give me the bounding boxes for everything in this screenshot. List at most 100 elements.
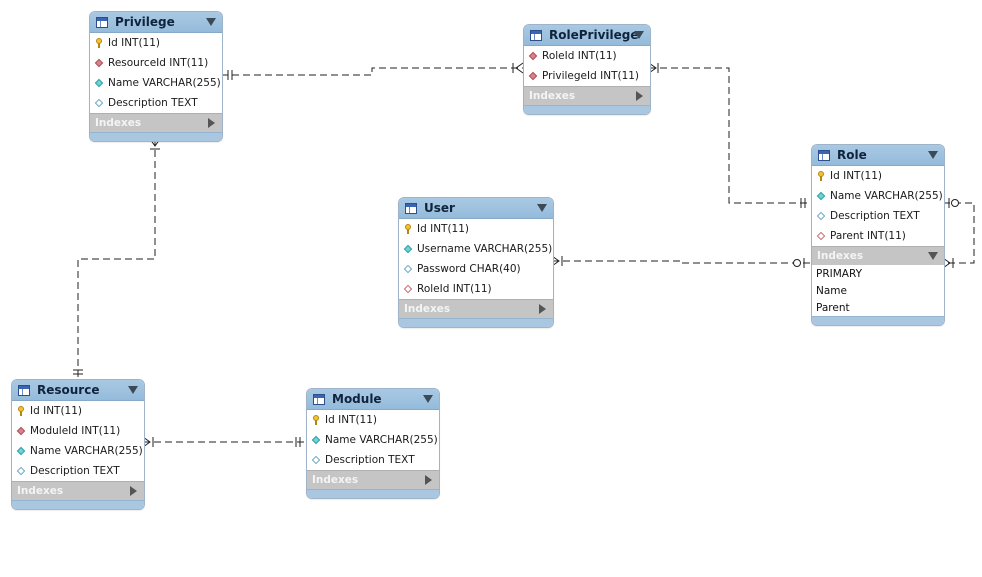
foreign-key-icon: [528, 71, 538, 81]
table-header[interactable]: Module: [307, 389, 439, 410]
not-null-column-icon: [16, 446, 26, 456]
not-null-column-icon: [94, 78, 104, 88]
indexes-section-toggle[interactable]: Indexes: [307, 470, 439, 489]
expand-arrow-icon[interactable]: [130, 486, 137, 496]
table-footer: [524, 105, 650, 114]
table-icon: [405, 202, 417, 214]
foreign-key-icon: [528, 51, 538, 61]
foreign-key-icon: [94, 58, 104, 68]
table-header[interactable]: User: [399, 198, 553, 219]
column-row[interactable]: PrivilegeId INT(11): [524, 66, 650, 86]
table-footer: [307, 489, 439, 498]
table-header[interactable]: Privilege: [90, 12, 222, 33]
column-row[interactable]: Id INT(11): [812, 166, 944, 186]
column-row[interactable]: Description TEXT: [307, 450, 439, 470]
one-or-many-marker: [648, 62, 659, 74]
column-label: Password CHAR(40): [417, 263, 521, 275]
indexes-section-toggle[interactable]: Indexes: [90, 113, 222, 132]
column-label: Description TEXT: [30, 465, 120, 477]
column-row[interactable]: RoleId INT(11): [399, 279, 553, 299]
column-row[interactable]: Name VARCHAR(255): [12, 441, 144, 461]
column-label: RoleId INT(11): [417, 283, 492, 295]
column-row[interactable]: Id INT(11): [12, 401, 144, 421]
table-roleprivilege[interactable]: RolePrivilege RoleId INT(11) PrivilegeId…: [523, 24, 651, 115]
indexes-section-toggle[interactable]: Indexes: [812, 246, 944, 265]
column-row[interactable]: Password CHAR(40): [399, 259, 553, 279]
indexes-label: Indexes: [404, 303, 451, 315]
primary-key-icon: [94, 38, 104, 48]
column-row[interactable]: Name VARCHAR(255): [90, 73, 222, 93]
mandatory-one-marker: [227, 70, 233, 80]
table-title: Resource: [37, 383, 100, 397]
index-item[interactable]: Name: [816, 284, 847, 297]
collapse-toggle-icon[interactable]: [634, 31, 644, 39]
table-header[interactable]: RolePrivilege: [524, 25, 650, 46]
collapse-toggle-icon[interactable]: [206, 18, 216, 26]
column-row[interactable]: Name VARCHAR(255): [812, 186, 944, 206]
column-row[interactable]: ResourceId INT(11): [90, 53, 222, 73]
column-row[interactable]: Parent INT(11): [812, 226, 944, 246]
column-label: Id INT(11): [417, 223, 470, 235]
column-row[interactable]: Description TEXT: [12, 461, 144, 481]
collapse-toggle-icon[interactable]: [928, 151, 938, 159]
indexes-section-toggle[interactable]: Indexes: [399, 299, 553, 318]
table-icon: [313, 393, 325, 405]
index-item[interactable]: Parent: [816, 301, 850, 314]
one-or-many-marker: [942, 257, 954, 269]
collapse-arrow-icon[interactable]: [928, 252, 938, 260]
table-role[interactable]: Role Id INT(11) Name VARCHAR(255) Descri…: [811, 144, 945, 326]
primary-key-icon: [403, 224, 413, 234]
collapse-toggle-icon[interactable]: [537, 204, 547, 212]
column-row[interactable]: Id INT(11): [307, 410, 439, 430]
indexes-section-toggle[interactable]: Indexes: [524, 86, 650, 105]
nullable-column-icon: [94, 98, 104, 108]
column-row[interactable]: Id INT(11): [399, 219, 553, 239]
column-row[interactable]: Description TEXT: [812, 206, 944, 226]
indexes-label: Indexes: [312, 474, 359, 486]
column-label: Id INT(11): [108, 37, 161, 49]
primary-key-icon: [816, 171, 826, 181]
column-row[interactable]: Name VARCHAR(255): [307, 430, 439, 450]
indexes-section-toggle[interactable]: Indexes: [12, 481, 144, 500]
column-label: Name VARCHAR(255): [325, 434, 438, 446]
column-label: Name VARCHAR(255): [30, 445, 143, 457]
table-header[interactable]: Resource: [12, 380, 144, 401]
table-privilege[interactable]: Privilege Id INT(11) ResourceId INT(11) …: [89, 11, 223, 142]
expand-arrow-icon[interactable]: [208, 118, 215, 128]
collapse-toggle-icon[interactable]: [128, 386, 138, 394]
relationship-role-parent[interactable]: [943, 202, 975, 264]
relationship-privilege-resource[interactable]: [77, 139, 156, 380]
table-footer: [90, 132, 222, 141]
nullable-foreign-key-icon: [816, 231, 826, 241]
relationship-user-role[interactable]: [552, 260, 811, 264]
expand-arrow-icon[interactable]: [539, 304, 546, 314]
expand-arrow-icon[interactable]: [425, 475, 432, 485]
table-footer: [12, 500, 144, 509]
table-user[interactable]: User Id INT(11) Username VARCHAR(255) Pa…: [398, 197, 554, 328]
mandatory-one-marker: [800, 198, 806, 208]
collapse-toggle-icon[interactable]: [423, 395, 433, 403]
table-resource[interactable]: Resource Id INT(11) ModuleId INT(11) Nam…: [11, 379, 145, 510]
mandatory-one-marker: [295, 437, 301, 447]
column-label: Id INT(11): [325, 414, 378, 426]
column-row[interactable]: Username VARCHAR(255): [399, 239, 553, 259]
column-row[interactable]: Id INT(11): [90, 33, 222, 53]
column-label: ModuleId INT(11): [30, 425, 121, 437]
table-header[interactable]: Role: [812, 145, 944, 166]
column-label: Description TEXT: [108, 97, 198, 109]
column-label: Description TEXT: [325, 454, 415, 466]
expand-arrow-icon[interactable]: [636, 91, 643, 101]
table-title: Privilege: [115, 15, 175, 29]
relationship-roleprivilege-role[interactable]: [649, 67, 811, 204]
column-row[interactable]: ModuleId INT(11): [12, 421, 144, 441]
column-row[interactable]: Description TEXT: [90, 93, 222, 113]
not-null-column-icon: [403, 244, 413, 254]
column-label: Name VARCHAR(255): [108, 77, 221, 89]
table-module[interactable]: Module Id INT(11) Name VARCHAR(255) Desc…: [306, 388, 440, 499]
index-item[interactable]: PRIMARY: [816, 267, 863, 280]
relationship-privilege-roleprivilege[interactable]: [221, 67, 523, 76]
column-row[interactable]: RoleId INT(11): [524, 46, 650, 66]
column-label: Id INT(11): [830, 170, 883, 182]
